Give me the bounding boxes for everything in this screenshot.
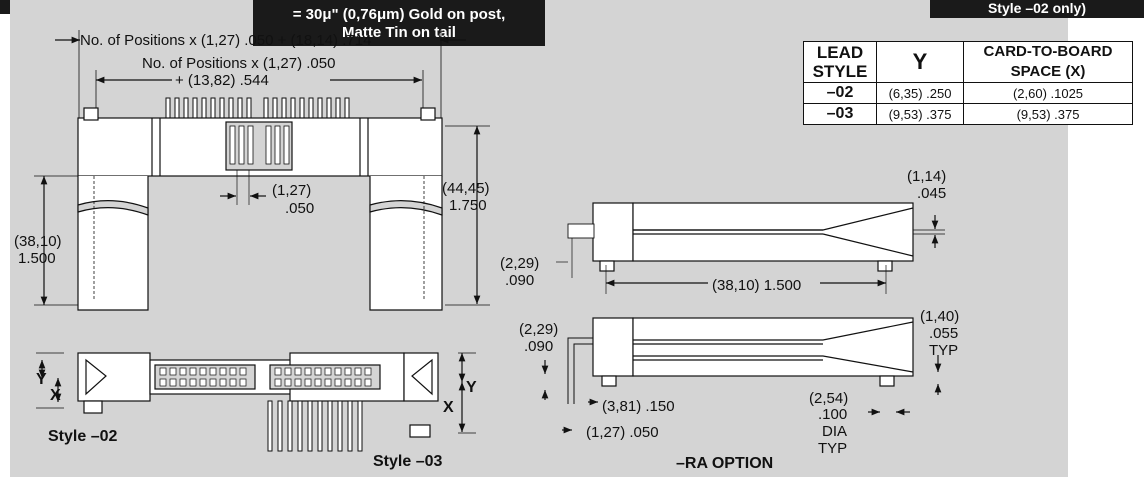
dim-leg-in: 1.500 [18, 250, 56, 267]
label-y-right: Y [466, 379, 477, 396]
dim-dia-label: DIA [822, 423, 847, 440]
table-header-row: LEAD STYLE Y CARD-TO-BOARD SPACE (X) [803, 41, 1133, 83]
dim-height-in: 1.750 [449, 197, 487, 214]
dim-leg-mm: (38,10) [14, 233, 62, 250]
depth-label-bg [708, 275, 820, 293]
row-x: (9,53) .375 [963, 103, 1133, 125]
dim-lead-typ: TYP [929, 342, 958, 359]
lead-style-table: LEAD STYLE Y CARD-TO-BOARD SPACE (X) –02… [803, 41, 1133, 125]
header-space-line-2: SPACE (X) [1010, 63, 1086, 80]
dim-dia-in: .100 [818, 406, 847, 423]
dim-depth: (38,10) 1.500 [712, 277, 801, 294]
label-y-left: Y [36, 371, 47, 388]
dim-tail-2: (1,27) .050 [586, 424, 659, 441]
plating-line-2: Matte Tin on tail [342, 24, 456, 41]
dim-offset2-mm: (2,29) [519, 321, 558, 338]
row-style: –03 [803, 103, 877, 125]
dim-height-mm: (44,45) [442, 180, 490, 197]
side-body [632, 202, 914, 262]
label-style-03: Style –03 [373, 453, 442, 470]
right-end-block [403, 352, 439, 402]
dim-post-mm: (1,14) [907, 168, 946, 185]
header-lead-line-1: LEAD [816, 43, 864, 62]
left-post [83, 107, 99, 121]
row-y: (6,35) .250 [876, 82, 964, 104]
contact-window [225, 121, 293, 171]
dim-offset2-in: .090 [524, 338, 553, 355]
table-row: –03 (9,53) .375 (9,53) .375 [803, 103, 1133, 125]
dim-pitch-in: .050 [285, 200, 314, 217]
dim-lead-mm: (1,40) [920, 308, 959, 325]
dim-overall-width: No. of Positions x (1,27) .050 + (18,14)… [80, 32, 371, 49]
label-x-right: X [443, 399, 454, 416]
left-leg [77, 176, 149, 311]
dim-inner-width-2: + (13,82) .544 [175, 72, 269, 89]
header-lead-line-2: STYLE [812, 62, 868, 81]
row-x: (2,60) .1025 [963, 82, 1133, 104]
dim-dia-typ: TYP [818, 440, 847, 457]
style-note-callout: Style –02 only) [930, 0, 1144, 18]
dim-pitch-mm: (1,27) [272, 182, 311, 199]
style-note-text: Style –02 only) [987, 0, 1087, 16]
header-space-line-1: CARD-TO-BOARD [983, 43, 1113, 60]
row-y: (9,53) .375 [876, 103, 964, 125]
dim-dia-mm: (2,54) [809, 390, 848, 407]
right-leg [369, 176, 443, 311]
plating-line-1: = 30μ" (0,76μm) Gold on post, [292, 6, 506, 23]
dim-lead-in: .055 [929, 325, 958, 342]
label-style-02: Style –02 [48, 428, 117, 445]
side-view [556, 202, 945, 294]
front-view [34, 30, 490, 311]
header-card-space: CARD-TO-BOARD SPACE (X) [963, 41, 1133, 83]
dim-tail-1: (3,81) .150 [602, 398, 675, 415]
bottom-view [36, 352, 476, 452]
dim-inner-width-1: No. of Positions x (1,27) .050 [142, 55, 335, 72]
ra-option-view [541, 317, 942, 434]
label-x-left: X [50, 387, 61, 404]
right-post [420, 107, 436, 121]
dim-offset-mm: (2,29) [500, 255, 539, 272]
left-end-block [77, 352, 151, 402]
label-ra-option: –RA OPTION [676, 455, 773, 472]
dim-offset-in: .090 [505, 272, 534, 289]
plating-callout: = 30μ" (0,76μm) Gold on post, Matte Tin … [253, 0, 545, 46]
header-lead-style: LEAD STYLE [803, 41, 877, 83]
ra-body [632, 317, 914, 377]
header-y: Y [876, 41, 964, 83]
table-row: –02 (6,35) .250 (2,60) .1025 [803, 82, 1133, 104]
dim-post-in: .045 [917, 185, 946, 202]
pin-row [165, 97, 350, 121]
tail-pins [267, 400, 363, 452]
